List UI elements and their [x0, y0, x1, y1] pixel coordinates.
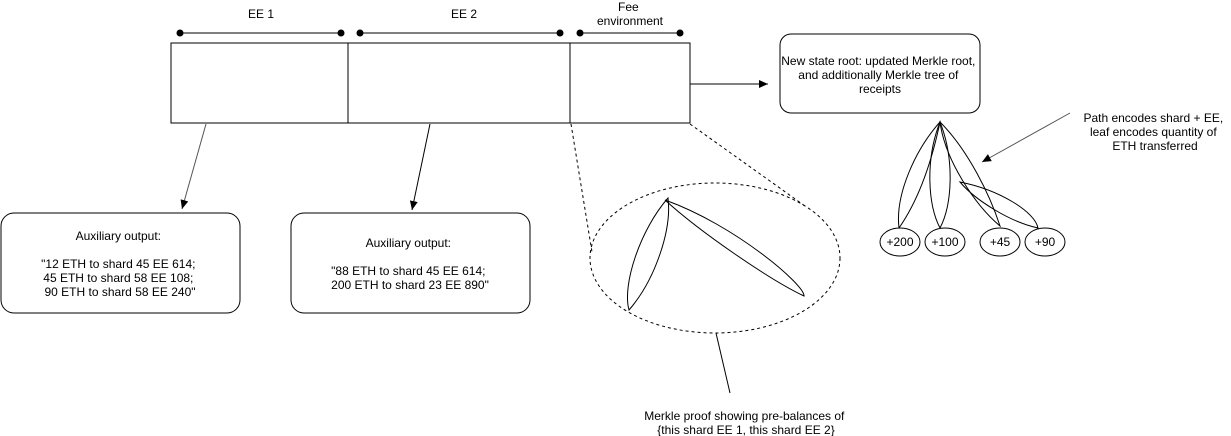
receipt-leaf-100: +100	[924, 227, 966, 257]
span-endpoint-dot	[176, 29, 184, 37]
aux-output-box-ee2	[290, 212, 531, 314]
receipt-leaf-45: +45	[979, 227, 1021, 257]
span-endpoint-dot	[676, 29, 684, 37]
aux-output-text-ee1: Auxiliary output: "12 ETH to shard 45 EE…	[41, 229, 199, 299]
ee1-span	[176, 29, 345, 37]
tree-branch	[929, 120, 951, 230]
merkle-proof-branches	[627, 196, 805, 312]
receipt-leaf-90: +90	[1024, 227, 1066, 257]
ee2-output-arrow	[409, 123, 431, 211]
proof-branch	[627, 196, 670, 312]
svg-text:+200: +200	[886, 235, 913, 249]
zoom-guide-right	[689, 123, 806, 207]
merkle-proof-note: Merkle proof showing pre-balances of {th…	[644, 409, 847, 436]
merkle-proof-pointer	[715, 332, 731, 394]
new-state-root-text: New state root: updated Merkle root, and…	[781, 54, 978, 96]
span-endpoint-dot	[337, 29, 345, 37]
fee-span	[576, 29, 684, 37]
svg-text:+100: +100	[931, 235, 958, 249]
merkle-proof-zoom-circle	[589, 182, 841, 334]
svg-text:+90: +90	[1035, 235, 1056, 249]
span-endpoint-dot	[356, 29, 364, 37]
path-encoding-note: Path encodes shard + EE, leaf encodes qu…	[1083, 111, 1226, 153]
state-block	[170, 42, 691, 124]
ee1-output-arrow	[180, 123, 207, 210]
new-state-root-box	[779, 33, 981, 114]
proof-branch	[664, 199, 805, 297]
path-note-arrow	[981, 112, 1071, 163]
span-endpoint-dot	[576, 29, 584, 37]
svg-text:+45: +45	[990, 235, 1011, 249]
ee1-label: EE 1	[248, 7, 274, 21]
aux-output-text-ee2: Auxiliary output: "88 ETH to shard 45 EE…	[331, 236, 489, 292]
tree-branch	[958, 181, 1039, 229]
span-endpoint-dot	[556, 29, 564, 37]
aux-output-box-ee1	[0, 212, 241, 314]
ee2-span	[356, 29, 564, 37]
receipt-leaf-200: +200	[879, 227, 921, 257]
tree-branch	[939, 120, 1002, 228]
receipts-merkle-tree	[897, 120, 1039, 230]
fee-environment-label: Fee environment	[597, 0, 664, 28]
ee2-label: EE 2	[451, 7, 477, 21]
zoom-guide-left	[570, 123, 593, 253]
